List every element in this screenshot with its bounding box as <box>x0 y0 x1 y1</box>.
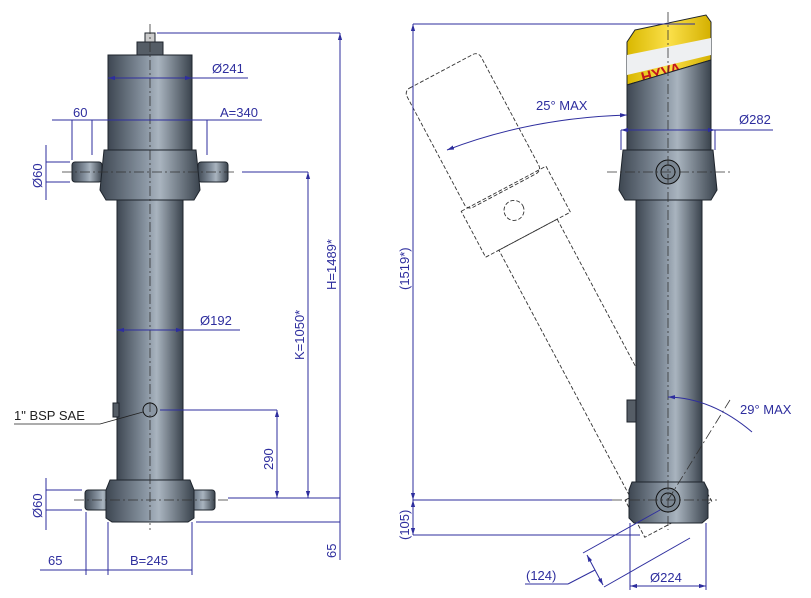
top-diameter-label: Ø241 <box>212 61 244 76</box>
left-dimensions: H=1489* K=1050* 290 65 Ø241 60 A=340 Ø60… <box>14 32 343 575</box>
trunnion-dia-bottom-label: Ø60 <box>30 493 45 518</box>
trunnion-offset-label: 60 <box>73 105 87 120</box>
trunnion-dia-top-label: Ø60 <box>30 163 45 188</box>
tube-diameter-label: Ø192 <box>200 313 232 328</box>
total-height-label: (1519*) <box>397 247 412 290</box>
k-height-label: K=1050* <box>292 310 307 360</box>
bottom-offset-h-label: 65 <box>48 553 62 568</box>
left-cylinder <box>62 24 236 530</box>
base-height-label: (105) <box>397 510 412 540</box>
tilt-back-label: 29° MAX <box>740 402 792 417</box>
swing-radius-label: (124) <box>526 568 556 583</box>
bottom-width-label: B=245 <box>130 553 168 568</box>
h-height-label: H=1489* <box>324 239 339 290</box>
collar-diameter-label: Ø282 <box>739 112 771 127</box>
trunnion-span-label: A=340 <box>220 105 258 120</box>
tilt-forward-label: 25° MAX <box>536 98 588 113</box>
right-dimensions: (1519*) (105) 25° MAX Ø282 29° MAX Ø224 … <box>397 23 792 590</box>
bottom-offset-v-label: 65 <box>324 544 339 558</box>
port-label: 1" BSP SAE <box>14 408 85 423</box>
base-diameter-label: Ø224 <box>650 570 682 585</box>
port-height-label: 290 <box>261 448 276 470</box>
right-cylinder: HYVA <box>607 12 731 530</box>
